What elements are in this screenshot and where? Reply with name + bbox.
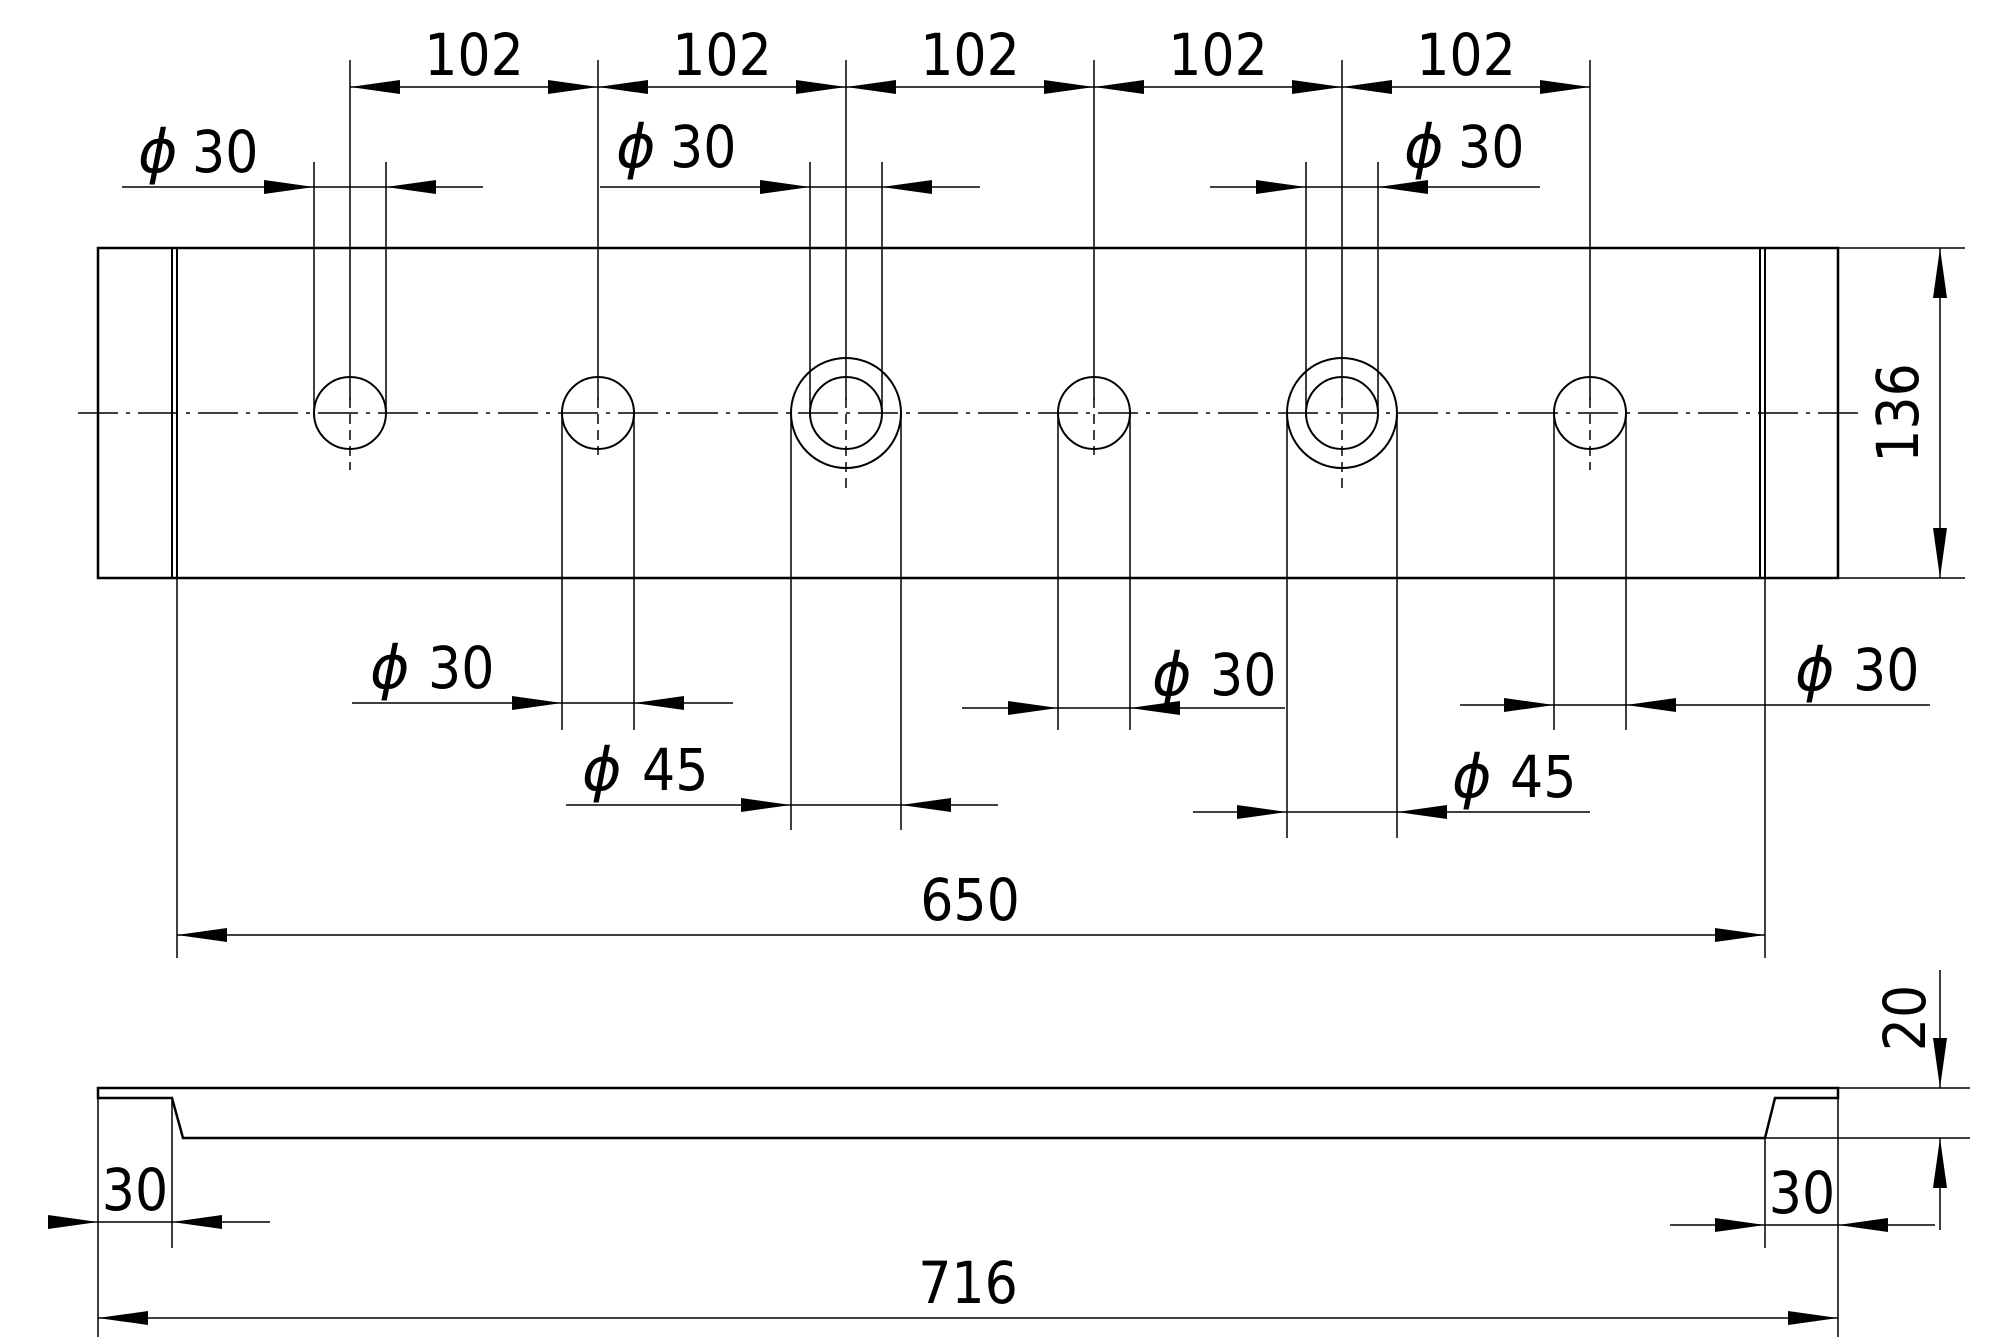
side-profile	[96, 1086, 1840, 1140]
lower-diameter-label-2: ϕ 30	[1152, 640, 1276, 710]
upper-diameter-label-1: ϕ 30	[138, 117, 258, 187]
diameter-value: 45	[642, 736, 708, 804]
lower-diameter-label-3: ϕ 30	[1795, 635, 1919, 705]
diameter-value: 30	[1853, 636, 1919, 704]
lower-diameter-label-5: ϕ 45	[1452, 742, 1576, 812]
spacing-label-4: 102	[1168, 21, 1268, 89]
spacing-label-5: 102	[1416, 21, 1516, 89]
lower-diameter-dims	[352, 696, 1930, 819]
hole-center-marks	[349, 398, 1591, 488]
diameter-symbol: ϕ	[1795, 635, 1835, 705]
diameter-symbol: ϕ	[582, 735, 622, 805]
spacing-label-1: 102	[424, 21, 524, 89]
length-716-label: 716	[918, 1249, 1018, 1317]
spacing-label-3: 102	[920, 21, 1020, 89]
diameter-symbol: ϕ	[1452, 742, 1492, 812]
upper-diameter-label-2: ϕ 30	[616, 112, 736, 182]
thickness-20-label: 20	[1871, 985, 1939, 1051]
spacing-label-2: 102	[672, 21, 772, 89]
lower-diameter-label-4: ϕ 45	[582, 735, 708, 805]
diameter-value: 45	[1510, 743, 1576, 811]
diameter-symbol: ϕ	[1152, 640, 1192, 710]
extension-lines	[176, 60, 1965, 958]
side-extension-lines	[97, 1087, 1970, 1337]
left-step-30-label: 30	[102, 1156, 168, 1224]
side-view	[48, 970, 1970, 1337]
length-650-label: 650	[920, 866, 1020, 934]
height-136-label: 136	[1864, 363, 1932, 463]
diameter-symbol: ϕ	[370, 633, 410, 703]
diameter-value: 30	[192, 118, 258, 186]
right-step-30-label: 30	[1769, 1159, 1835, 1227]
upper-diameter-label-3: ϕ 30	[1404, 112, 1524, 182]
top-view	[78, 60, 1965, 958]
diameter-value: 30	[670, 113, 736, 181]
diameter-symbol: ϕ	[616, 112, 656, 182]
diameter-symbol: ϕ	[1404, 112, 1444, 182]
diameter-symbol: ϕ	[138, 117, 178, 187]
diameter-value: 30	[428, 634, 494, 702]
diameter-value: 30	[1210, 641, 1276, 709]
lower-diameter-label-1: ϕ 30	[370, 633, 494, 703]
diameter-value: 30	[1458, 113, 1524, 181]
